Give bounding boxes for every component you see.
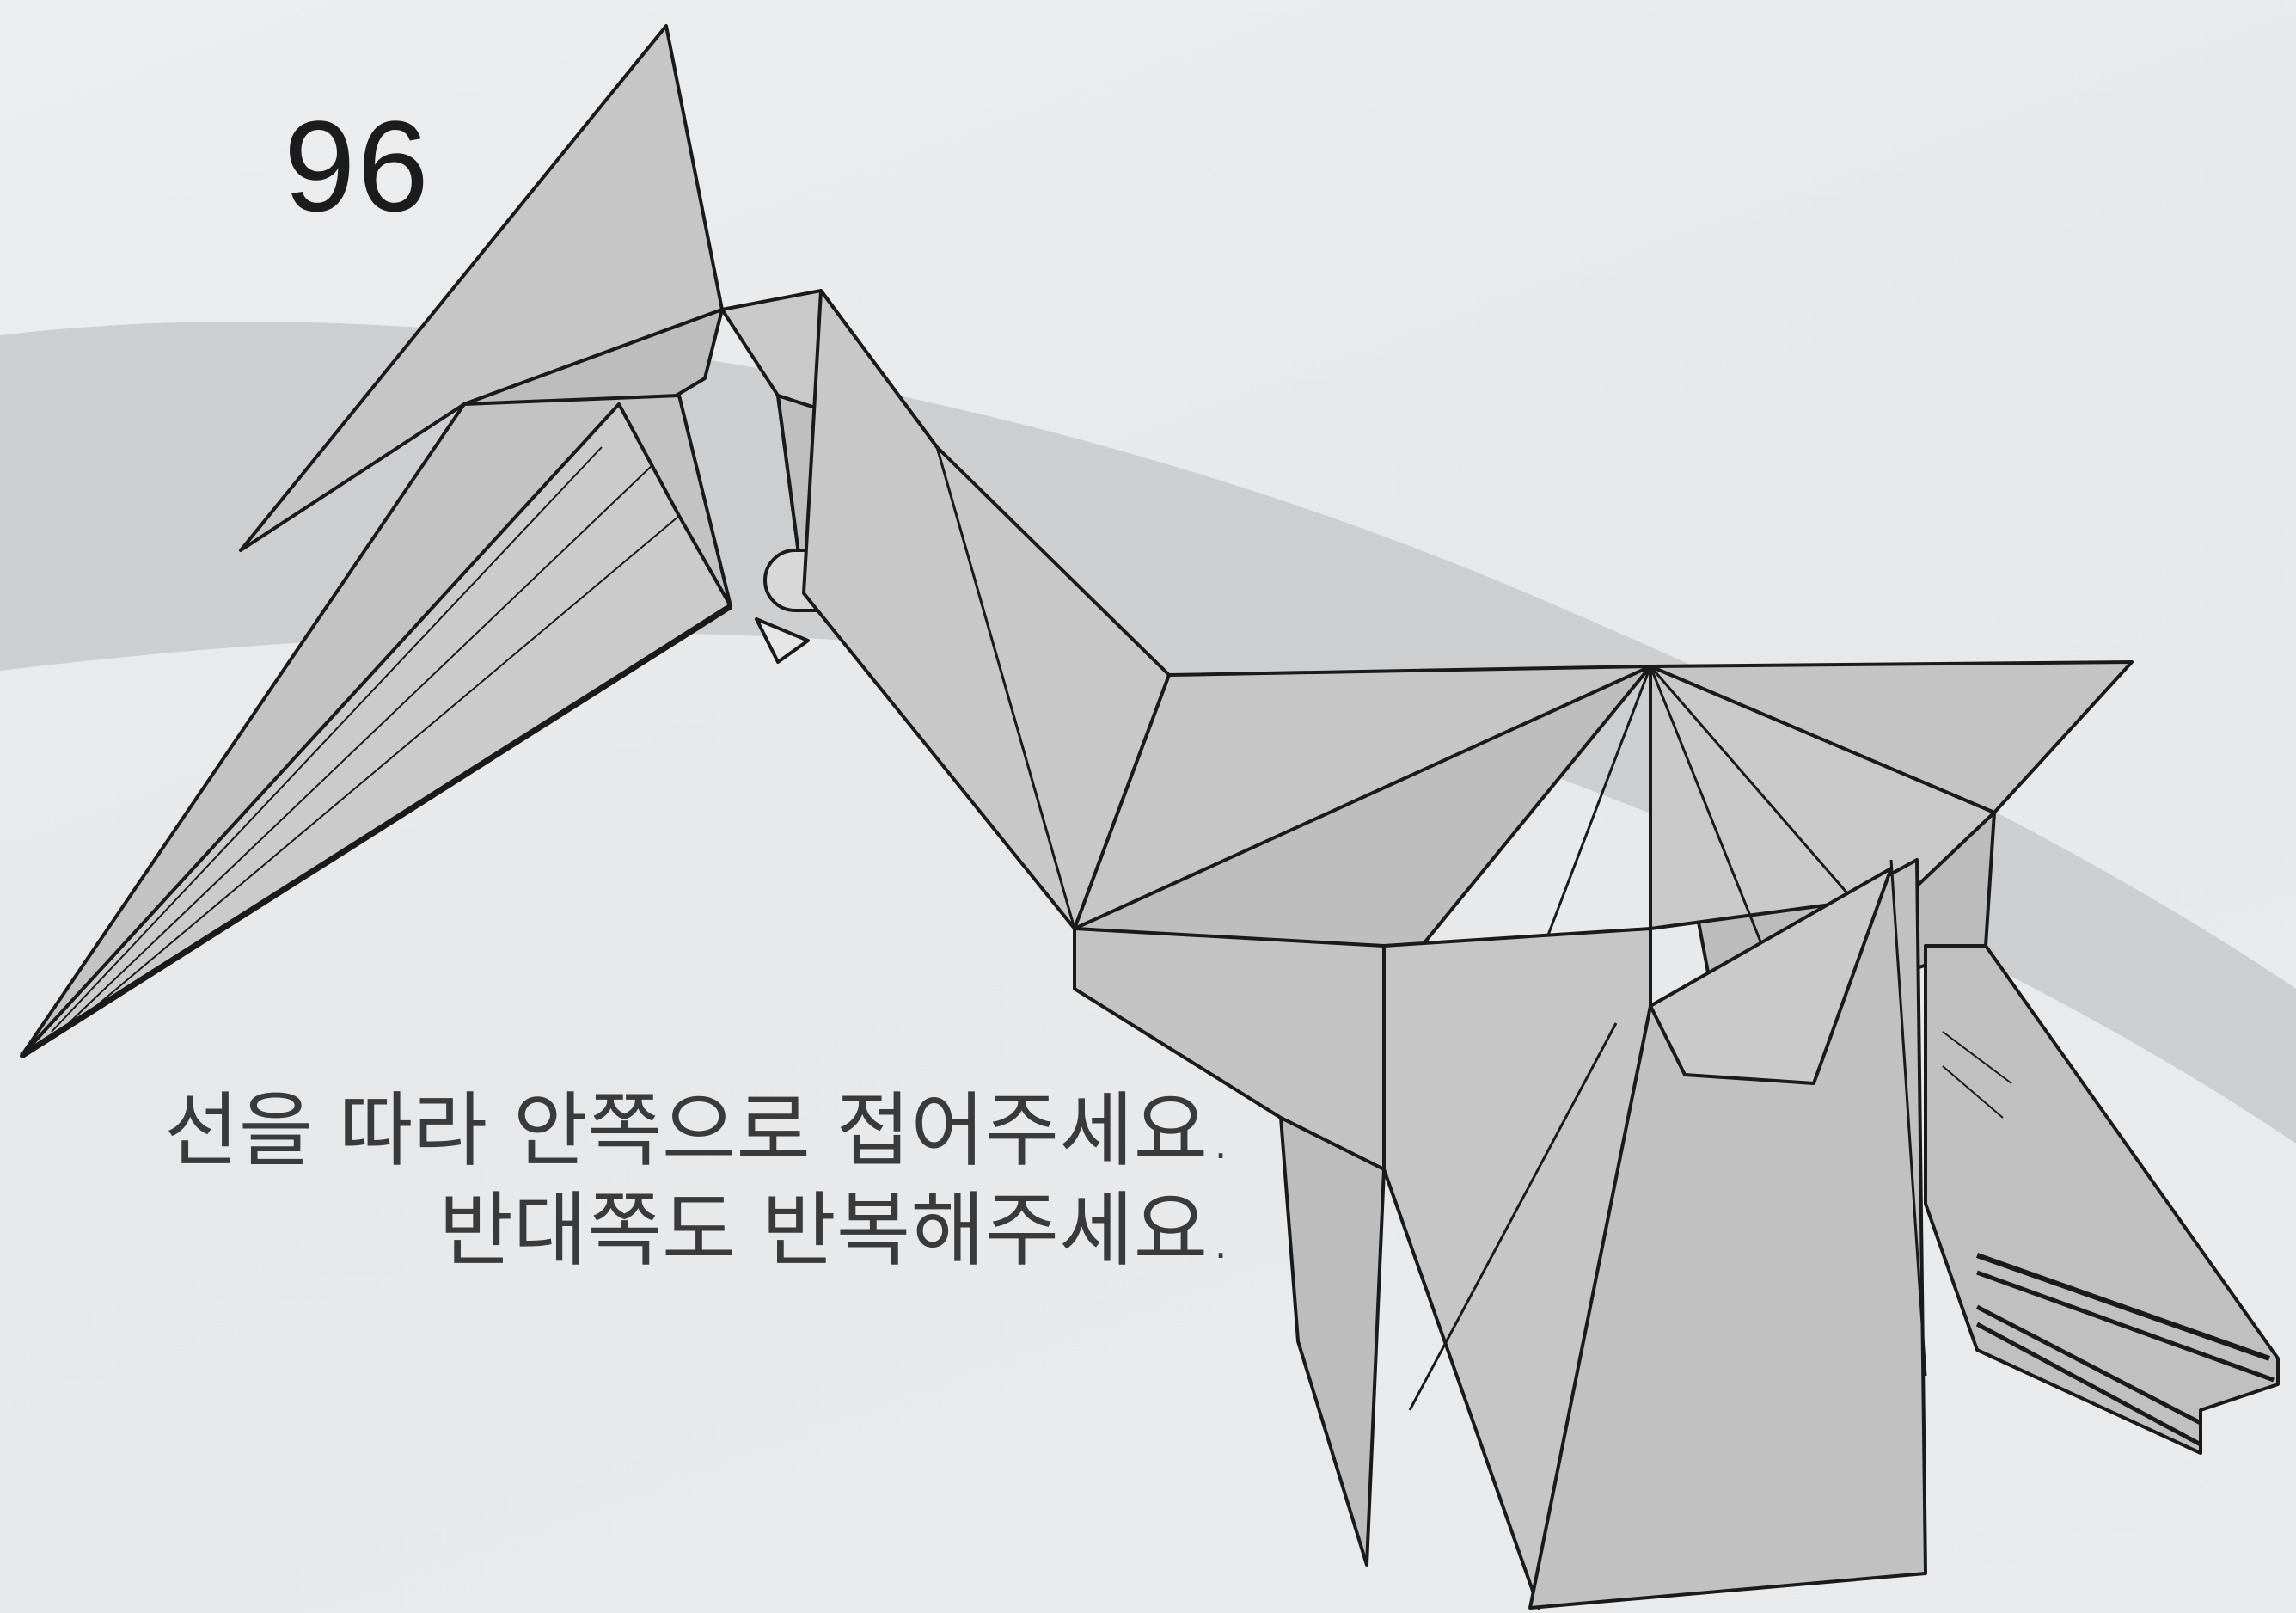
tail [1924,944,2280,1455]
instruction-text: 선을 따라 안쪽으로 접어주세요. 반대쪽도 반복해주세요. [164,1082,1234,1281]
lower-body [1073,858,1927,1610]
instruction-line-2: 반대쪽도 반복해주세요. [438,1184,1234,1278]
body [1073,665,1996,952]
instruction-line-1: 선을 따라 안쪽으로 접어주세요. [164,1084,1234,1178]
beak [20,394,732,1058]
step-number: 96 [284,94,431,238]
